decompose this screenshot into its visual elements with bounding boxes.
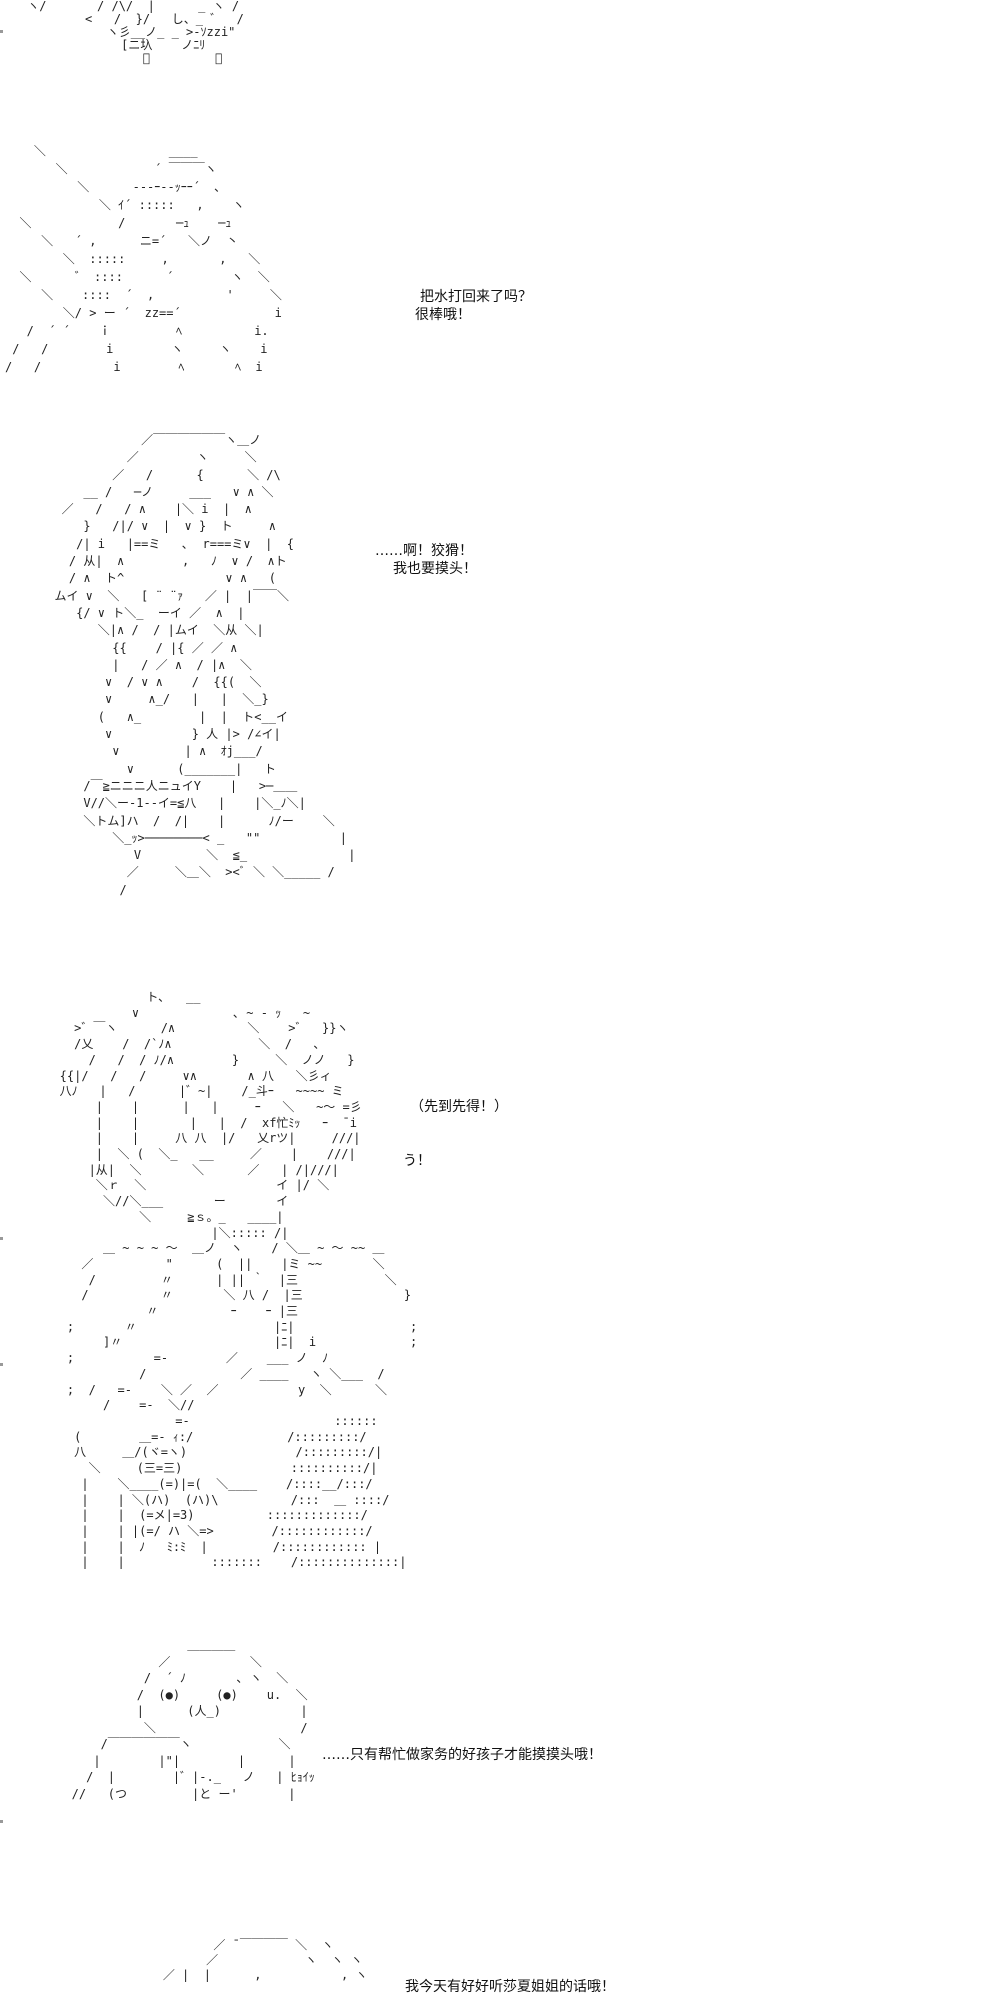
aa-art-panel-2-sun: ＼ ____ ＼ ´ ￣￣￣ヽ ＼ ---ｰ--ｯｰｰ´ ､ ＼ ｲ´ ::::… bbox=[5, 144, 282, 374]
dialogue-panel-6-line-1: 我今天有好好听莎夏姐姐的话哦！ bbox=[405, 1979, 615, 1995]
dialogue-panel-4-line-1: （先到先得！） bbox=[410, 1099, 508, 1115]
aa-art-panel-5: ＿＿＿＿ ／ ＼ / ´ ﾉ ､ ヽ ＼ / (●) (●) u. ＼ | (人… bbox=[71, 1638, 315, 1801]
dialogue-panel-4-line-3: う！ bbox=[403, 1153, 431, 1169]
aa-art-panel-6: ／ ̄ ￣￣￣￣ ＼ ヽ ／ ヽ ヽ ヽ ／ | | , , ヽ bbox=[162, 1938, 368, 1982]
aa-art-panel-4: ト､ __ ∨ ､ ~ - ｯ ~ >゛￣ヽ /∧ ＼ >゛ }}ヽ /乂 / … bbox=[59, 990, 418, 1570]
dialogue-panel-2-line-1: 把水打回来了吗？ bbox=[420, 289, 532, 305]
edge-mark bbox=[0, 1363, 3, 1366]
dialogue-panel-3-line-1: ……啊！狡猾！ bbox=[375, 543, 473, 559]
edge-mark bbox=[0, 1820, 3, 1823]
dialogue-panel-2-line-2: 很棒哦！ bbox=[415, 307, 471, 323]
edge-mark bbox=[0, 1237, 3, 1240]
edge-mark bbox=[0, 30, 3, 33]
dialogue-panel-5-line-1: ……只有帮忙做家务的好孩子才能摸摸头哦！ bbox=[322, 1747, 602, 1763]
aa-art-panel-1: ヽ/ / /\/ | _ ヽ / < / }/ し、_ ゛ / ヽ彡__ノ_ _… bbox=[27, 0, 244, 65]
aa-art-panel-3: ／￣￣￣￣￣￣ヽ＿ノ ／ ヽ ＼ ／ / { ＼ /\ __ / ─ノ ___ … bbox=[54, 433, 356, 897]
dialogue-panel-3-line-2: 我也要摸头！ bbox=[393, 561, 477, 577]
